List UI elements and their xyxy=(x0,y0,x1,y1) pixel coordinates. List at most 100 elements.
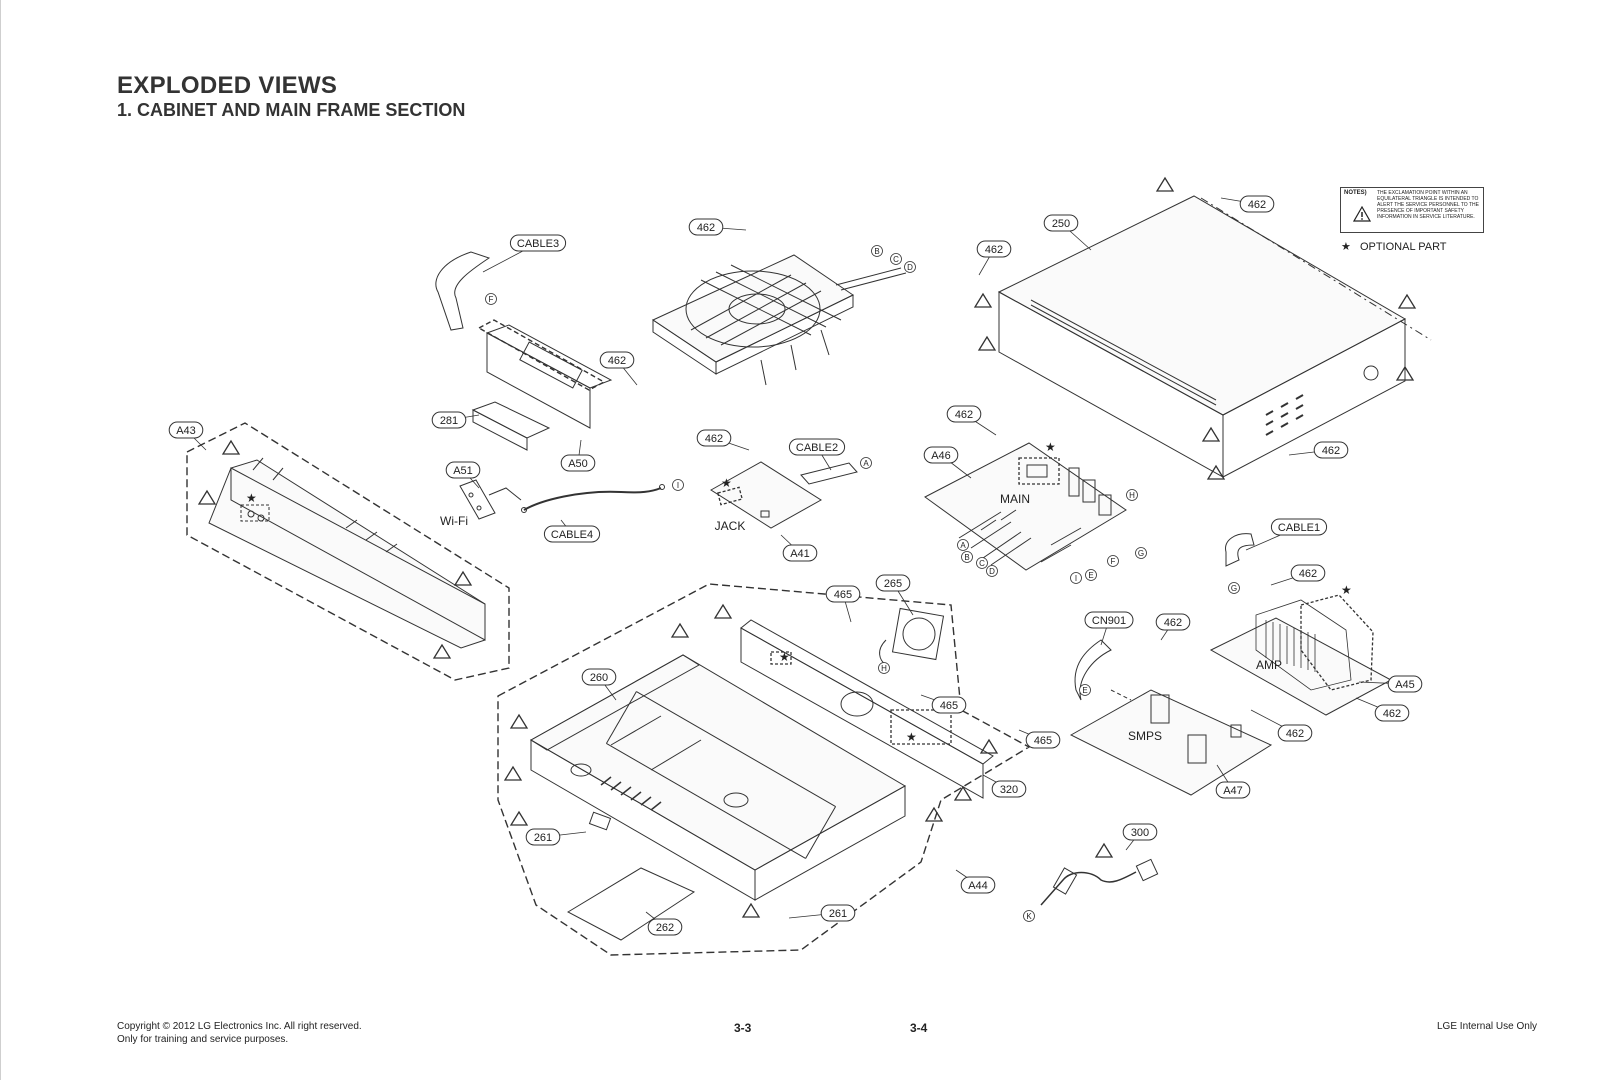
callout-a47: A47 xyxy=(1215,764,1251,799)
svg-text:E: E xyxy=(1082,686,1087,695)
page-number-left: 3-3 xyxy=(734,1021,752,1035)
callout-label: 462 xyxy=(955,409,973,421)
svg-text:A: A xyxy=(960,541,966,550)
callout-label: 462 xyxy=(1164,617,1182,629)
pin-marker-f: F xyxy=(1107,555,1119,567)
svg-text:I: I xyxy=(677,481,679,490)
callout-label: A50 xyxy=(568,458,588,470)
pin-marker-b: B xyxy=(871,245,883,257)
pin-marker-i: I xyxy=(672,479,684,491)
callout-label: 281 xyxy=(440,415,458,427)
callout-cable1: CABLE1 xyxy=(1245,518,1328,551)
training-line: Only for training and service purposes. xyxy=(117,1034,289,1045)
callout-a51: A51 xyxy=(445,461,481,489)
callout-label: 462 xyxy=(985,244,1003,256)
callout-label: CABLE2 xyxy=(796,442,838,454)
svg-text:H: H xyxy=(1129,491,1135,500)
internal-use-notice: LGE Internal Use Only xyxy=(1437,1021,1538,1032)
copyright-line: Copyright © 2012 LG Electronics Inc. All… xyxy=(117,1021,362,1032)
pin-marker-a: A xyxy=(860,457,872,469)
exclamation-triangle-icon xyxy=(1352,205,1372,224)
callout-462: 462 xyxy=(696,429,750,451)
board-label-smps: SMPS xyxy=(1128,729,1162,743)
power-cord-part xyxy=(1040,858,1159,906)
optional-part-legend: ★ OPTIONAL PART xyxy=(1341,240,1447,253)
jack-board-part xyxy=(710,461,858,529)
callout-250: 250 xyxy=(1043,214,1092,251)
callout-label: A47 xyxy=(1223,785,1243,797)
pin-marker-d: D xyxy=(986,565,998,577)
callout-462: 462 xyxy=(599,351,638,386)
callout-label: 462 xyxy=(1299,568,1317,580)
board-label-amp: AMP xyxy=(1256,658,1282,672)
callout-label: A46 xyxy=(931,450,951,462)
callout-462: 462 xyxy=(1355,697,1410,722)
notes-label: NOTES) xyxy=(1344,190,1367,196)
amp-board-part xyxy=(1209,533,1393,716)
front-bracket-part xyxy=(435,251,613,451)
svg-text:G: G xyxy=(1231,584,1237,593)
callout-462: 462 xyxy=(1270,564,1326,586)
callout-465: 465 xyxy=(825,585,861,623)
callout-281: 281 xyxy=(431,411,480,429)
callout-label: 465 xyxy=(834,589,852,601)
callout-462: 462 xyxy=(1288,441,1349,459)
svg-text:E: E xyxy=(1088,571,1093,580)
pin-marker-a: A xyxy=(957,539,969,551)
callout-462: 462 xyxy=(1220,195,1275,213)
callout-label: 462 xyxy=(1286,728,1304,740)
front-panel-part xyxy=(186,422,510,681)
pin-marker-f: F xyxy=(485,293,497,305)
callout-label: 462 xyxy=(705,433,723,445)
callout-462: 462 xyxy=(1155,613,1191,641)
svg-text:B: B xyxy=(874,247,879,256)
pin-marker-g: G xyxy=(1135,547,1147,559)
callout-a43: A43 xyxy=(168,421,207,451)
callout-a45: A45 xyxy=(1358,675,1423,693)
pin-marker-d: D xyxy=(904,261,916,273)
callout-label: 462 xyxy=(1383,708,1401,720)
svg-text:A: A xyxy=(863,459,869,468)
svg-text:F: F xyxy=(489,295,494,304)
callout-320: 320 xyxy=(982,774,1027,798)
svg-text:B: B xyxy=(964,553,969,562)
svg-text:I: I xyxy=(1075,574,1077,583)
section-subtitle: 1. CABINET AND MAIN FRAME SECTION xyxy=(117,100,466,120)
pin-marker-g: G xyxy=(1228,582,1240,594)
pin-marker-h: H xyxy=(1126,489,1138,501)
pin-marker-e: E xyxy=(1079,684,1091,696)
callout-label: 462 xyxy=(1322,445,1340,457)
callout-label: 462 xyxy=(608,355,626,367)
warning-triangles xyxy=(197,176,1417,918)
svg-text:K: K xyxy=(1026,912,1032,921)
svg-text:F: F xyxy=(1111,557,1116,566)
pin-marker-k: K xyxy=(1023,910,1035,922)
callout-462: 462 xyxy=(946,405,997,436)
callout-label: 250 xyxy=(1052,218,1070,230)
callout-cable2: CABLE2 xyxy=(788,438,846,471)
callout-a50: A50 xyxy=(560,439,596,472)
callout-label: 462 xyxy=(697,222,715,234)
pin-marker-c: C xyxy=(890,253,902,265)
wifi-module-part xyxy=(459,479,665,520)
callout-label: 262 xyxy=(656,922,674,934)
page-title: EXPLODED VIEWS xyxy=(117,72,338,99)
optional-star-icon: ★ xyxy=(1045,440,1056,454)
pin-marker-i: I xyxy=(1070,572,1082,584)
star-icon: ★ xyxy=(1341,241,1351,253)
callout-260: 260 xyxy=(581,668,617,701)
callout-462: 462 xyxy=(688,218,747,236)
callout-cable3: CABLE3 xyxy=(482,234,567,273)
main-frame-part xyxy=(497,583,1031,956)
callout-265: 265 xyxy=(875,574,914,616)
callout-label: CABLE4 xyxy=(551,529,593,541)
callout-label: A45 xyxy=(1395,679,1415,691)
copyright-notice: Copyright © 2012 LG Electronics Inc. All… xyxy=(117,1020,362,1046)
callout-462: 462 xyxy=(976,240,1012,276)
pin-marker-c: C xyxy=(976,557,988,569)
callout-labels: CABLE3462462281A50A43A51CABLE4462CABLE2A… xyxy=(168,195,1423,936)
